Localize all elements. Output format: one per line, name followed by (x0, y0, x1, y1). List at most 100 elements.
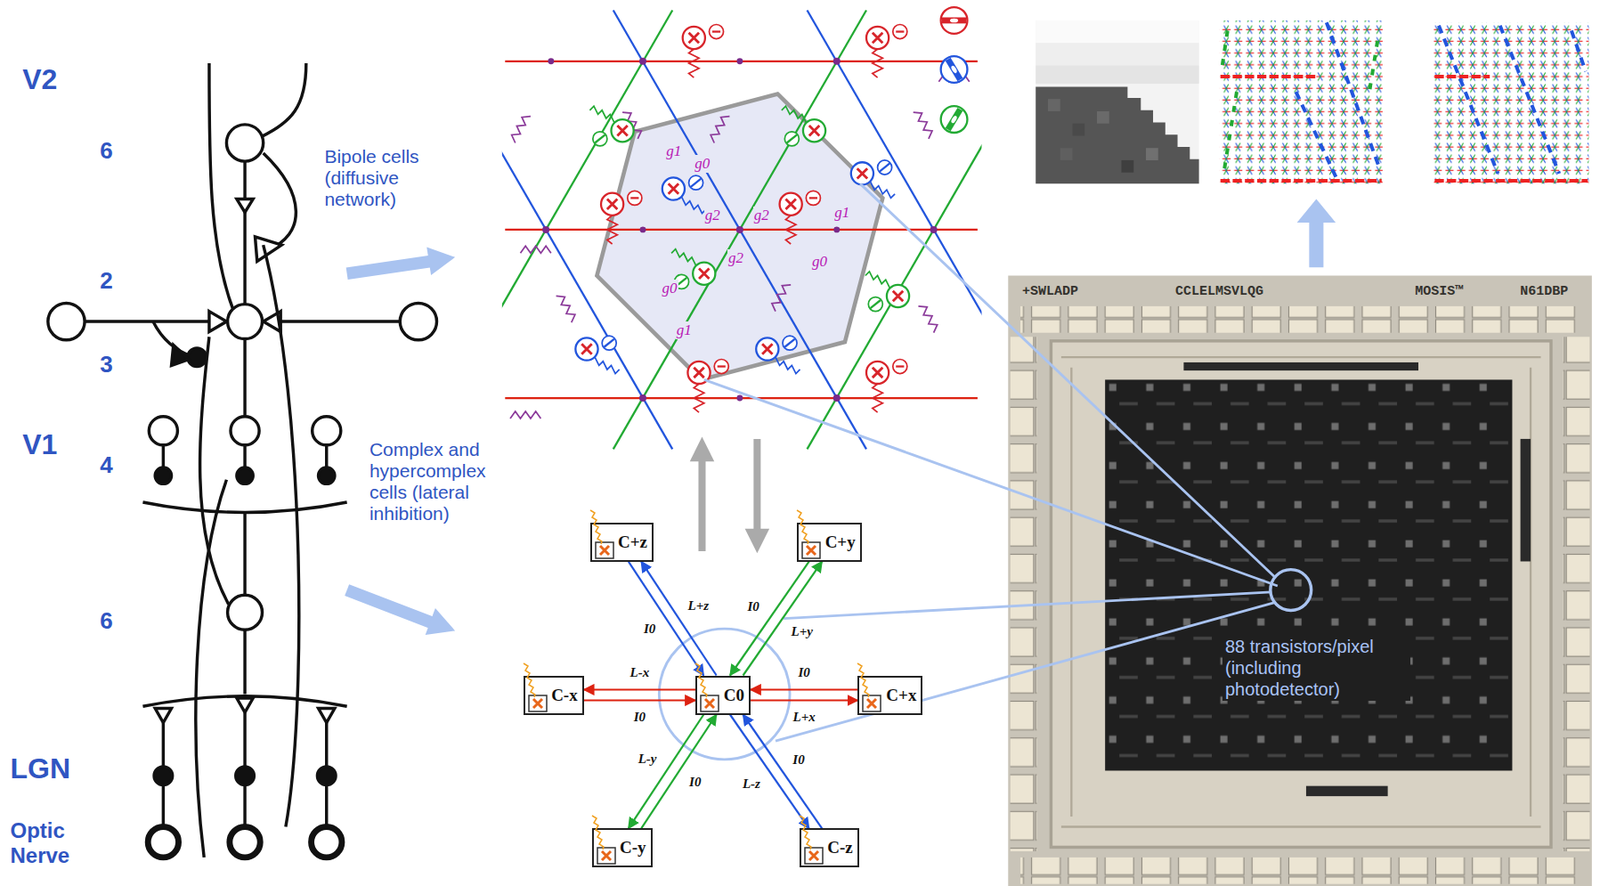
signal-arrow (750, 688, 858, 691)
conductance-label: g0 (661, 279, 679, 298)
callout-text: 88 transistors/pixel (including photodet… (1222, 634, 1411, 701)
signal-arrow (743, 561, 823, 676)
cell-label-group: C-x (551, 685, 578, 705)
grayscale-image (1035, 20, 1199, 43)
bipole-network (639, 394, 647, 402)
chip-marking: N61DBP (1518, 284, 1570, 300)
signal-arrow (641, 714, 716, 829)
cortical-circuit (263, 244, 300, 827)
cortical-circuit (48, 302, 85, 340)
cortical-circuit (243, 339, 246, 417)
orientation-icon (942, 16, 967, 24)
cell-label-group: C-y (619, 838, 647, 858)
orientation-icon (941, 56, 968, 83)
bipole-network (736, 226, 744, 234)
photodetector-icon (804, 847, 823, 864)
cell-label: C+x (885, 685, 917, 705)
photodetector-icon (809, 851, 819, 861)
cell-box: C-z (799, 828, 860, 868)
chip-photo (1563, 336, 1591, 852)
cortical-circuit (154, 708, 171, 723)
bipole-network (736, 57, 743, 65)
cortical-circuit (200, 336, 229, 604)
cell-label: C0 (723, 685, 745, 705)
cortical-circuit (209, 311, 227, 333)
cortical-circuit (399, 302, 437, 340)
signal-arrow (584, 698, 696, 701)
chip-photo (1520, 438, 1531, 562)
cortical-circuit (263, 153, 297, 251)
cortical-circuit (236, 467, 253, 484)
conductance-label: g0 (693, 154, 711, 173)
cell-label-group: C-z (827, 838, 853, 858)
bipole-network (510, 411, 541, 419)
orientation-map (1369, 40, 1378, 92)
photodetector-icon (601, 851, 611, 861)
cell-label: C-x (551, 685, 578, 705)
orientation-map (1326, 22, 1381, 169)
pointer-arrow (1297, 199, 1337, 269)
signal-label: L-z (740, 776, 763, 792)
bipole-network (866, 24, 908, 79)
grayscale-image (1035, 20, 1199, 184)
conductance-label: g1 (675, 321, 693, 340)
cortical-circuit (227, 594, 263, 630)
orientation-icon (941, 7, 968, 133)
signal-label: L+x (791, 709, 818, 725)
photodetector-icon (597, 847, 616, 864)
cell-box: C+z (590, 522, 654, 562)
bipole-network (682, 24, 724, 79)
bipole-network (589, 105, 634, 147)
grayscale-image (1096, 111, 1110, 124)
photodetector-icon (867, 698, 877, 708)
area-label: LGN (10, 752, 72, 786)
grayscale-image (1035, 64, 1199, 84)
grayscale-image (1121, 160, 1135, 173)
cell-box: C+x (857, 675, 923, 715)
photodetector-icon (533, 698, 543, 708)
orientation-map (1434, 178, 1588, 183)
cell-box: C+y (796, 522, 862, 562)
photodetector-icon (806, 545, 816, 555)
cortical-circuit (142, 502, 347, 512)
bipole-network (755, 335, 800, 374)
pointer-arrow (1297, 199, 1337, 223)
cortical-circuit (235, 766, 255, 786)
bipole-network (769, 281, 791, 312)
bipole-network (613, 9, 867, 449)
cortical-circuit (243, 511, 246, 595)
cell-label: C-y (619, 838, 647, 858)
grayscale-image (1060, 147, 1073, 161)
orientation-icon (941, 7, 968, 34)
orientation-icon (941, 105, 968, 133)
cortical-circuit (318, 708, 335, 723)
bipole-network (917, 302, 940, 333)
feedback-arrow (753, 438, 761, 531)
chip-photo (1306, 786, 1389, 796)
orientation-icon (950, 114, 959, 124)
cortical-circuit (236, 199, 253, 213)
chip-photo (1104, 379, 1512, 771)
signal-arrow (730, 561, 810, 676)
signal-label: I0 (641, 621, 658, 637)
layer-number: 6 (99, 138, 113, 165)
photodetector-icon (590, 510, 602, 545)
cortical-circuit (229, 827, 260, 858)
bipole-network (807, 9, 983, 449)
cortical-circuit (255, 236, 283, 262)
photodetector-icon (595, 542, 614, 559)
magnifier-line (860, 183, 1276, 577)
cortical-circuit (162, 785, 326, 826)
feedback-arrow (698, 459, 706, 552)
bipole-network (913, 108, 935, 139)
chip-photo (1061, 357, 1542, 827)
pointer-arrow (347, 260, 431, 274)
conductance-label: g2 (727, 249, 745, 268)
feedback-arrow (745, 528, 771, 554)
signal-arrow (750, 698, 858, 701)
bipole-network (502, 9, 673, 449)
orientation-map (1438, 25, 1498, 174)
orientation-map (1224, 91, 1237, 169)
cortical-circuit (260, 63, 306, 138)
